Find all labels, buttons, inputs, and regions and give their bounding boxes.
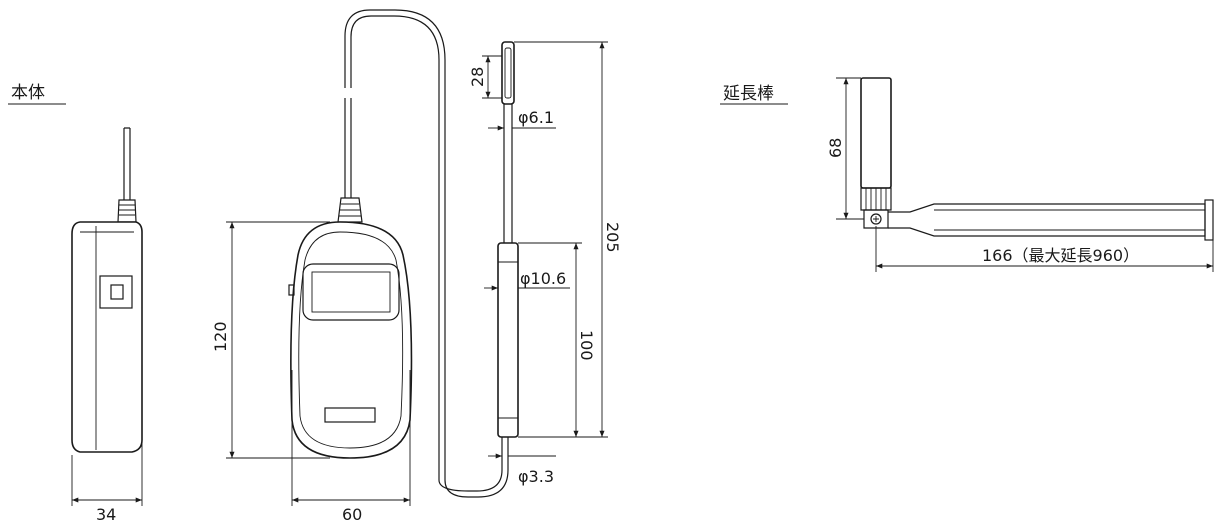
tip-length-label: 28 (468, 67, 487, 87)
handle-length-label: 100 (577, 330, 596, 361)
rod-tip-length-label: 68 (826, 138, 845, 158)
side-connector (117, 199, 137, 223)
probe-handle (497, 242, 519, 438)
rod-shaft (888, 203, 1206, 237)
front-body (290, 221, 413, 459)
cable-loop-outer (344, 9, 509, 498)
label-plate (324, 407, 376, 423)
side-switch (99, 275, 133, 309)
cable-diameter-label: φ3.3 (518, 467, 554, 486)
probe-view: 28 φ6.1 205 100 φ10.6 φ3.3 (468, 41, 622, 486)
body-height-label: 120 (211, 321, 230, 352)
main-body-title: 本体 (11, 83, 45, 103)
side-view: 本体 34 (8, 83, 143, 524)
display-screen (311, 271, 391, 313)
extension-rod-title: 延長棒 (723, 84, 774, 104)
probe-stem (503, 104, 513, 243)
display-window (302, 263, 400, 321)
front-connector (337, 197, 363, 223)
probe-tip (501, 41, 515, 105)
side-body (71, 221, 143, 453)
handle-diameter-label: φ10.6 (520, 269, 566, 288)
rod-probe-tip (860, 77, 892, 189)
front-view: 120 60 (211, 9, 509, 524)
front-cable-lower (344, 98, 352, 198)
cable-loop-inner (350, 15, 503, 492)
side-width-label: 34 (96, 505, 116, 524)
rod-length-label: 166（最大延長960） (982, 246, 1139, 265)
probe-total-length-label: 205 (603, 222, 622, 253)
front-width-label: 60 (342, 505, 362, 524)
tip-diameter-label: φ6.1 (518, 108, 554, 127)
extension-rod-view: 延長棒 68 166（最大延長960） (720, 77, 1214, 272)
rod-end-cap (1204, 199, 1214, 241)
side-cable (123, 127, 131, 200)
